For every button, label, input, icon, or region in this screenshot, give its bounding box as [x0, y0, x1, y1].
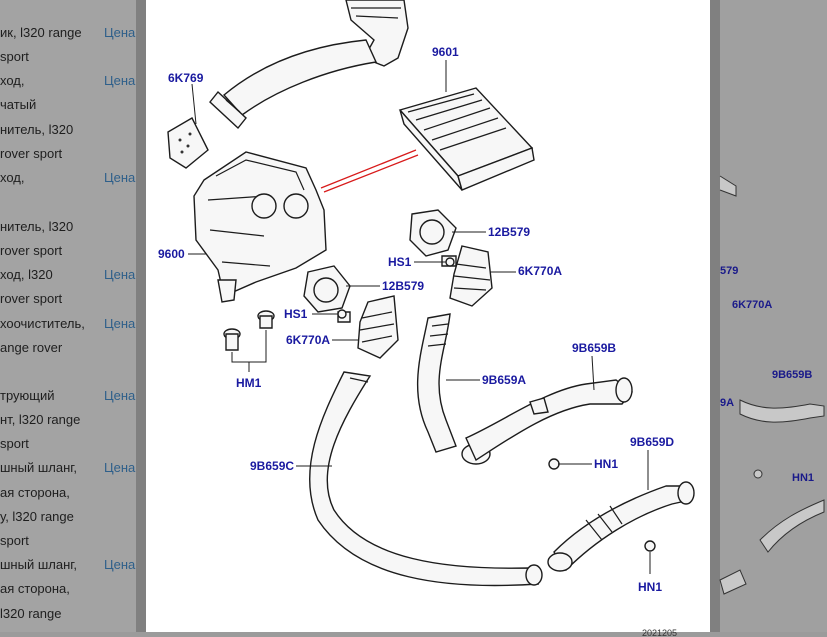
callout-6K769: 6K769 — [168, 71, 204, 85]
list-item[interactable]: ход,Цена — [0, 170, 136, 185]
air-duct-9B659C — [309, 371, 543, 587]
callout-HS1-left: HS1 — [284, 307, 308, 321]
callout-9B659D: 9B659D — [630, 435, 674, 449]
background-diagram-right: 579 6K770A 9B659B 9A HN1 — [719, 0, 827, 632]
air-duct-9B659D — [547, 481, 695, 572]
gasket-part — [167, 117, 209, 169]
list-item: ая сторона, — [0, 581, 70, 596]
list-item: rover sport — [0, 243, 63, 258]
callout-6K770A-right: 6K770A — [518, 264, 562, 278]
fastener-parts — [337, 257, 656, 552]
guide-line — [320, 149, 419, 193]
intake-hose-left — [357, 295, 399, 359]
price-link[interactable]: Цена — [104, 25, 136, 40]
list-item: ange rover — [0, 340, 63, 355]
price-link[interactable]: Цена — [104, 316, 136, 331]
list-item: чатый — [0, 97, 37, 112]
list-item[interactable]: шный шланг,Цена — [0, 460, 136, 475]
callout-9601: 9601 — [432, 45, 459, 59]
bg-label-9B659B: 9B659B — [772, 369, 812, 381]
list-item: нитель, l320 — [0, 219, 74, 234]
callout-12B579-right: 12B579 — [488, 225, 530, 239]
grommet-parts — [223, 310, 275, 372]
air-filter-element — [398, 87, 535, 191]
callout-9600: 9600 — [158, 247, 185, 261]
callout-HS1-right: HS1 — [388, 255, 412, 269]
parts-diagram-modal: 6K769 9601 9600 12B579 HS1 6K770A 12B579… — [146, 0, 710, 637]
list-item: ая сторона, — [0, 485, 70, 500]
list-item: rover sport — [0, 291, 63, 306]
intake-hose-right — [449, 245, 493, 307]
bg-label-HN1: HN1 — [792, 472, 814, 484]
price-link[interactable]: Цена — [104, 73, 136, 88]
background-diagram-svg: 579 6K770A 9B659B 9A HN1 — [719, 175, 825, 595]
parts-diagram[interactable]: 6K769 9601 9600 12B579 HS1 6K770A 12B579… — [146, 0, 710, 637]
callout-9B659A: 9B659A — [482, 373, 526, 387]
callout-12B579-left: 12B579 — [382, 279, 424, 293]
callout-leaders — [188, 60, 651, 574]
list-item: sport — [0, 533, 29, 548]
callout-HN1-lower: HN1 — [638, 580, 662, 594]
callout-HM1: HM1 — [236, 376, 262, 390]
modal-frame-right — [710, 0, 720, 632]
price-link[interactable]: Цена — [104, 460, 136, 475]
diagram-reference-number: 2021205 — [642, 628, 677, 637]
air-cleaner-housing — [193, 151, 327, 303]
price-link[interactable]: Цена — [104, 170, 136, 185]
list-item: нт, l320 range — [0, 412, 81, 427]
price-link[interactable]: Цена — [104, 557, 136, 572]
bg-label-6K770A: 6K770A — [732, 299, 772, 311]
list-item[interactable]: ход,Цена — [0, 73, 136, 88]
callout-9B659B: 9B659B — [572, 341, 616, 355]
air-duct-9B659B — [465, 377, 634, 462]
list-item: sport — [0, 49, 29, 64]
list-item: нитель, l320 — [0, 122, 74, 137]
price-link[interactable]: Цена — [104, 388, 136, 403]
list-item: l320 range — [0, 606, 62, 621]
callout-6K770A-left: 6K770A — [286, 333, 330, 347]
price-link[interactable]: Цена — [104, 267, 136, 282]
bg-label-579: 579 — [720, 265, 738, 277]
bg-label-9A: 9A — [720, 397, 734, 409]
callout-9B659C: 9B659C — [250, 459, 294, 473]
list-item: у, l320 range — [0, 509, 74, 524]
list-item[interactable]: шный шланг,Цена — [0, 557, 136, 572]
air-intake-duct — [209, 0, 409, 130]
list-item: sport — [0, 436, 29, 451]
list-item[interactable]: хоочиститель,Цена — [0, 316, 136, 331]
list-item: rover sport — [0, 146, 63, 161]
modal-frame-left — [136, 0, 146, 632]
callout-HN1-upper: HN1 — [594, 457, 618, 471]
